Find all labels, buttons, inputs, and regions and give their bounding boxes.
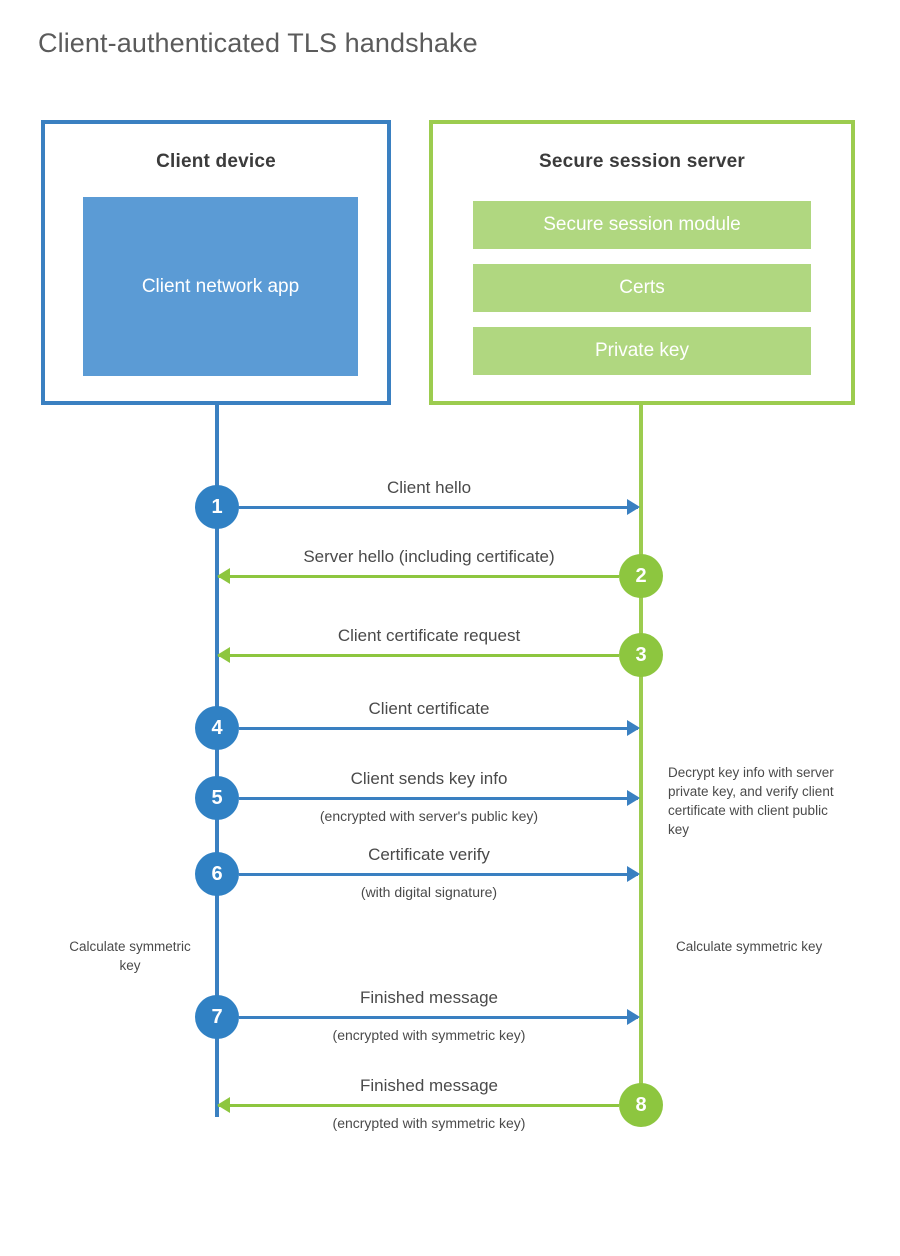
note-calculate-symmetric-key-client: Calculate symmetric key (69, 939, 191, 974)
message-sublabel-6: (with digital signature) (360, 884, 498, 900)
arrowhead-4 (627, 720, 640, 736)
message-sublabel-8: (encrypted with symmetric key) (332, 1115, 526, 1131)
step-circle-6: 6 (195, 852, 239, 896)
step-circle-7: 7 (195, 995, 239, 1039)
message-label-2: Server hello (including certificate) (303, 547, 555, 566)
message-label-6: Certificate verify (368, 845, 490, 864)
step-circle-4: 4 (195, 706, 239, 750)
arrowhead-2 (217, 568, 230, 584)
arrowhead-6 (627, 866, 640, 882)
message-label-4: Client certificate (368, 699, 490, 718)
message-label-5: Client sends key info (350, 769, 508, 788)
arrowhead-1 (627, 499, 640, 515)
message-arrow-8 (218, 1104, 619, 1107)
server-module-certs: Certs (473, 264, 811, 312)
server-lifeline (639, 405, 643, 1105)
client-lifeline (215, 405, 219, 1117)
message-sublabel-7: (encrypted with symmetric key) (332, 1027, 526, 1043)
message-arrow-5 (239, 797, 638, 800)
step-circle-3: 3 (619, 633, 663, 677)
message-arrow-1 (239, 506, 638, 509)
message-arrow-7 (239, 1016, 638, 1019)
arrowhead-3 (217, 647, 230, 663)
step-circle-1: 1 (195, 485, 239, 529)
step-circle-8: 8 (619, 1083, 663, 1127)
step-circle-5: 5 (195, 776, 239, 820)
server-module-private-key: Private key (473, 327, 811, 375)
message-sublabel-5: (encrypted with server's public key) (319, 808, 539, 824)
step-circle-2: 2 (619, 554, 663, 598)
message-label-1: Client hello (386, 478, 472, 497)
page-title: Client-authenticated TLS handshake (38, 28, 478, 58)
note-calculate-symmetric-key-server: Calculate symmetric key (676, 939, 823, 954)
arrowhead-5 (627, 790, 640, 806)
server-module-secure-session-module: Secure session module (473, 201, 811, 249)
message-label-7: Finished message (360, 988, 498, 1007)
message-label-8: Finished message (360, 1076, 498, 1095)
message-arrow-2 (218, 575, 619, 578)
secure-session-server-box: Secure session server Secure session mod… (429, 120, 855, 405)
client-network-app-block: Client network app (83, 197, 358, 376)
message-arrow-3 (218, 654, 619, 657)
client-device-title: Client device (156, 151, 276, 172)
message-arrow-6 (239, 873, 638, 876)
arrowhead-7 (627, 1009, 640, 1025)
note-decrypt-key-info: Decrypt key info with server private key… (668, 765, 834, 838)
client-device-box: Client device Client network app (41, 120, 391, 405)
arrowhead-8 (217, 1097, 230, 1113)
secure-session-server-title: Secure session server (539, 151, 745, 172)
message-label-3: Client certificate request (337, 626, 521, 645)
message-arrow-4 (239, 727, 638, 730)
